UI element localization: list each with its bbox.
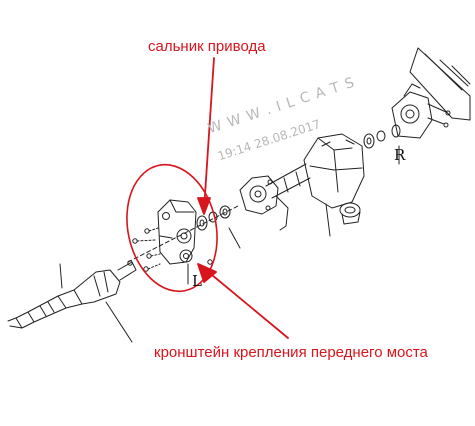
bracket-label: кронштейн крепления переднего моста [154, 344, 428, 361]
differential-housing [303, 133, 365, 225]
half-shaft [7, 261, 137, 329]
seal-arrow [197, 57, 215, 215]
tube-end-bracket [239, 175, 289, 231]
left-marker: L [192, 272, 202, 290]
bracket-arrow [197, 263, 289, 339]
front-axle-bracket [157, 199, 197, 265]
shaft-leader-upper [59, 263, 63, 289]
right-output-flange [391, 83, 451, 139]
shaft-leader-lower [105, 301, 133, 343]
center-marker-line [228, 227, 241, 249]
frame-member [409, 47, 471, 121]
seal-label: сальник привода [148, 38, 266, 55]
highlight-ellipse [126, 163, 218, 293]
axis-line [127, 205, 239, 263]
housing-marker-line [325, 203, 331, 237]
right-seal-stack [363, 124, 401, 149]
right-marker: R [394, 146, 406, 164]
